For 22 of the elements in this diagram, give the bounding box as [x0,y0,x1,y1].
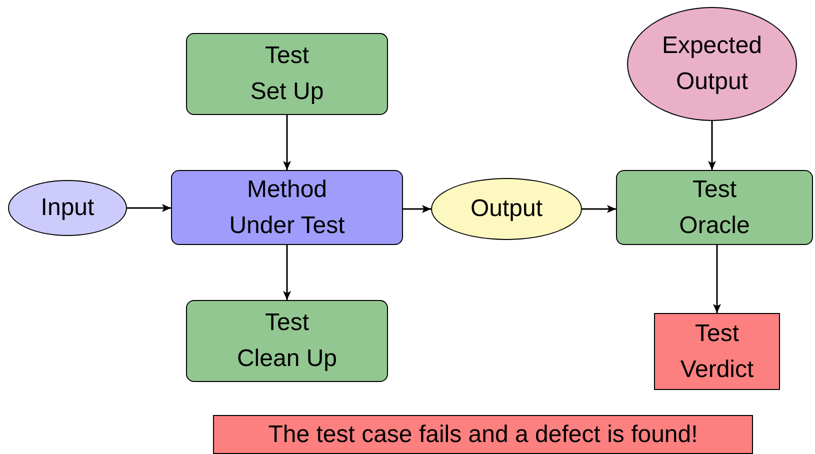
node-label: Output [470,194,543,224]
node-label: Expected Output [660,31,764,97]
setup-box [186,33,388,115]
arrow [582,205,616,213]
arrow [283,115,291,170]
node-label: Test Set Up [249,41,325,107]
arrow [713,245,721,313]
arrow [283,245,291,300]
oracle-box [616,170,813,245]
node-label: Test Oracle [678,174,751,240]
verdict-box [654,313,780,390]
cleanup-box [186,300,388,382]
node-label: Method Under Test [228,174,346,240]
arrow [127,204,171,212]
node-label: Test Clean Up [236,308,338,374]
result-banner [213,415,753,454]
process-box [171,170,403,245]
node-label: The test case fails and a defect is found! [268,420,698,450]
arrow [403,205,431,213]
arrow [708,121,716,170]
node-label: Test Verdict [679,318,755,384]
node-label: Input [40,193,94,223]
